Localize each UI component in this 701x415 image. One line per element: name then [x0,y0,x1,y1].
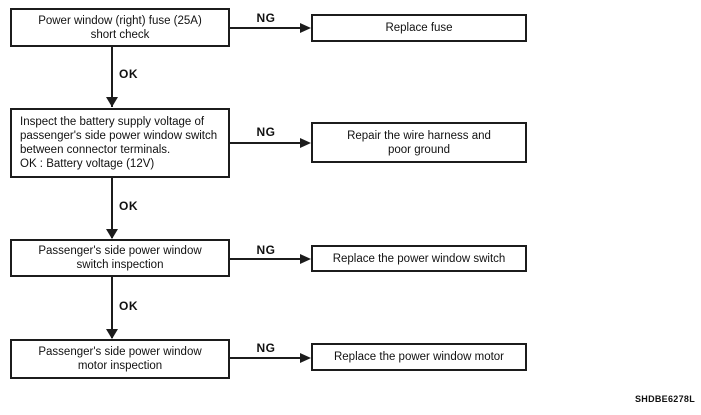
step-3-ng-label: NG [256,243,276,257]
step-1-ok-label: OK [119,67,138,81]
step-2-ng-label: NG [256,125,276,139]
step-2-ok-arrow [111,178,113,238]
step-1-ng-arrow [230,27,302,29]
step-3-ng-arrowhead-icon [300,254,311,264]
step-1-check-box: Power window (right) fuse (25A) short ch… [10,8,230,47]
step-2-ok-label: OK [119,199,138,213]
step-1-ok-arrowhead-icon [106,97,118,107]
figure-code-label: SHDBE6278L [634,394,695,404]
step-2-ng-arrow [230,142,302,144]
step-4-check-box: Passenger's side power window motor insp… [10,339,230,379]
step-2-ng-arrowhead-icon [300,138,311,148]
step-2-check-box: Inspect the battery supply voltage of pa… [10,108,230,178]
step-2-ng-action-box: Repair the wire harness and poor ground [311,122,527,163]
step-4-ng-action-box: Replace the power window motor [311,343,527,371]
step-1-ng-action-box: Replace fuse [311,14,527,42]
step-3-check-box: Passenger's side power window switch ins… [10,239,230,277]
step-3-ng-action-box: Replace the power window switch [311,245,527,272]
step-3-ok-arrow [111,277,113,338]
step-1-ng-arrowhead-icon [300,23,311,33]
step-1-ng-label: NG [256,11,276,25]
step-4-ng-label: NG [256,341,276,355]
step-3-ok-label: OK [119,299,138,313]
step-3-ok-arrowhead-icon [106,329,118,339]
step-3-ng-arrow [230,258,302,260]
step-4-ng-arrow [230,357,302,359]
step-1-ok-arrow [111,47,113,107]
step-2-ok-arrowhead-icon [106,229,118,239]
step-4-ng-arrowhead-icon [300,353,311,363]
